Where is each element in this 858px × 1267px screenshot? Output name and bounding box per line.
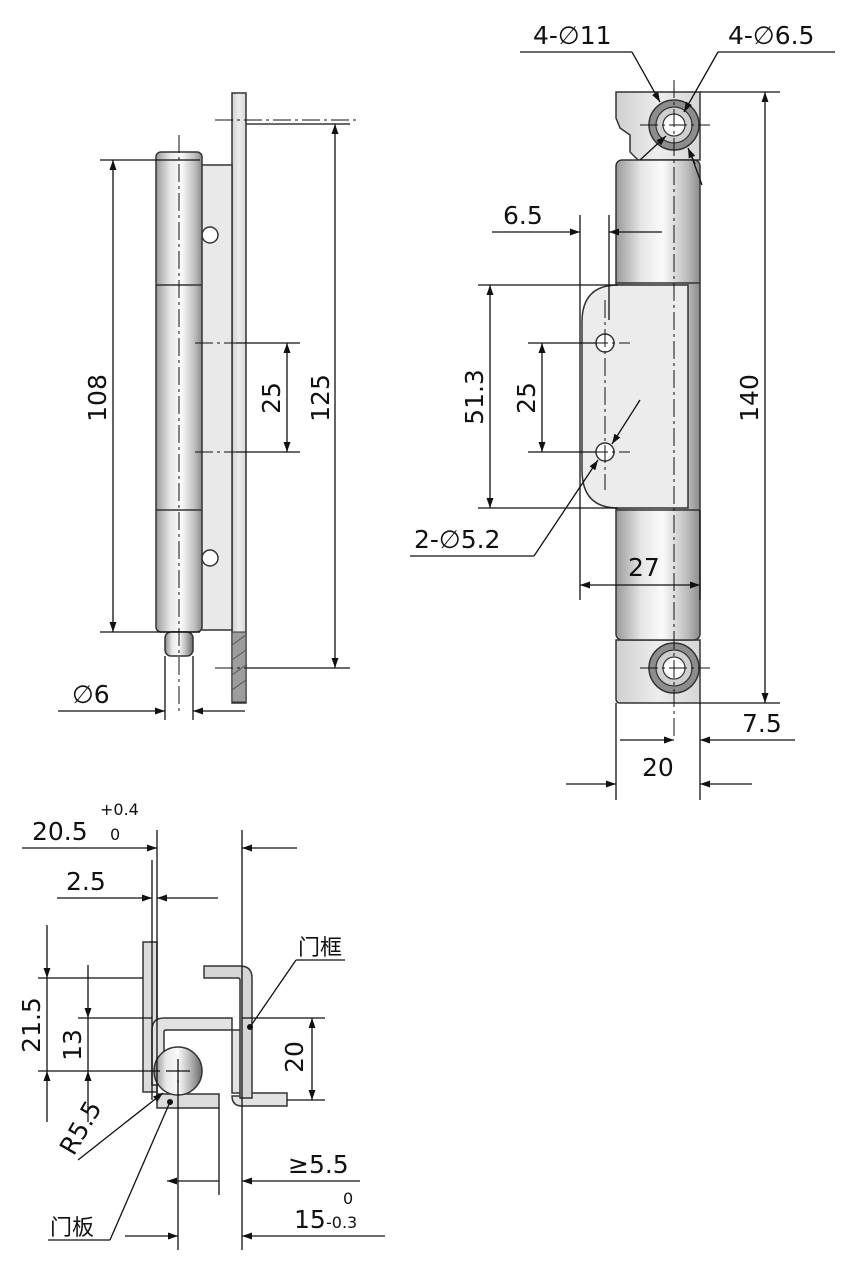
dim-20-5-label: 20.5 (32, 817, 88, 846)
dim-15-tol-upper: 0 (343, 1189, 353, 1208)
dim-140-label: 140 (735, 374, 764, 422)
dim-108-label: 108 (83, 374, 112, 422)
dim-20-5-tol-upper: +0.4 (100, 800, 139, 819)
dim-4phi11-label: 4-∅11 (533, 21, 612, 50)
dim-7-5-label: 7.5 (742, 709, 782, 738)
dim-6-5-label: 6.5 (503, 201, 543, 230)
dim-15-label: 15 (294, 1205, 326, 1234)
dim-15-tol-lower: -0.3 (326, 1213, 357, 1232)
dim-2-5-label: 2.5 (66, 867, 106, 896)
side-plate (231, 92, 247, 704)
front-view: 4-∅11 4-∅6.5 140 6.5 51.3 25 2-∅5.2 (410, 21, 835, 800)
dim-ge5-5-label: ≥5.5 (288, 1150, 349, 1179)
dim-20-front-label: 20 (642, 753, 674, 782)
label-frame: 门框 (298, 936, 342, 961)
dim-13-label: 13 (58, 1029, 87, 1061)
front-leaf (581, 284, 689, 509)
dim-20-section-label: 20 (280, 1041, 309, 1073)
dim-27-label: 27 (628, 553, 660, 582)
dim-r5-5-label: R5.5 (54, 1096, 108, 1160)
side-view: 108 125 25 ∅6 (58, 92, 360, 720)
section-view: 20.5 +0.4 0 2.5 21.5 13 20 R5.5 ≥5.5 (17, 800, 385, 1250)
dim-21-5-label: 21.5 (17, 997, 46, 1053)
dim-25-front-label: 25 (512, 382, 541, 414)
dim-2phi5-2-label: 2-∅5.2 (414, 525, 500, 554)
dim-20-5-tol-lower: 0 (110, 825, 120, 844)
dim-phi6-label: ∅6 (72, 680, 110, 709)
dim-4phi6-5-label: 4-∅6.5 (728, 21, 814, 50)
dim-51-3-label: 51.3 (460, 369, 489, 425)
dim-25-side-label: 25 (257, 382, 286, 414)
dim-125-label: 125 (306, 374, 335, 422)
label-door: 门板 (50, 1216, 94, 1241)
